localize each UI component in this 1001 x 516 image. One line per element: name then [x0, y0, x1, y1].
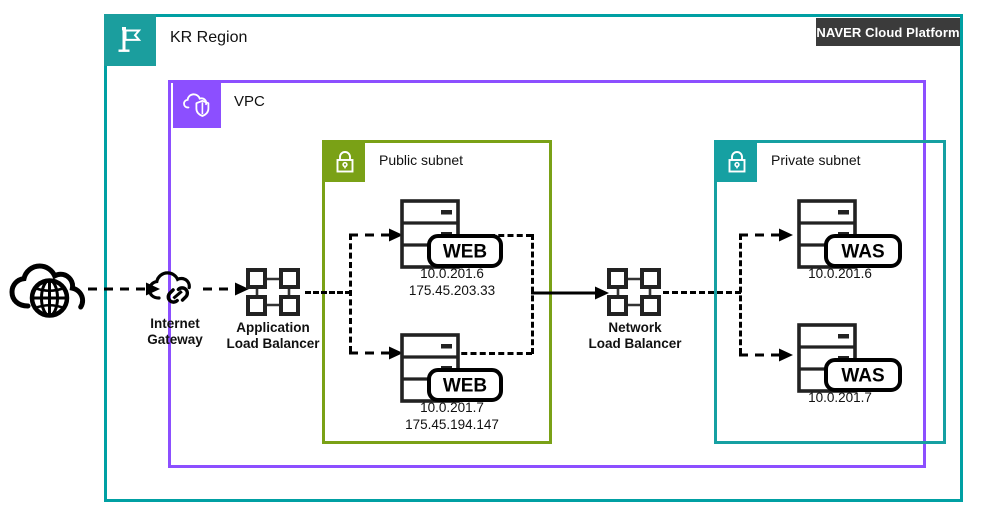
web-server-1-badge-text: WEB [443, 242, 487, 263]
connector-trunk-to-web2 [349, 346, 403, 360]
connector-trunk-to-web1 [349, 228, 403, 242]
kr-region-icon-tile [104, 14, 156, 66]
lock-icon [336, 151, 354, 173]
vpc-icon-tile [173, 80, 221, 128]
was-server-1-rack-icon: WAS [797, 199, 902, 269]
connector-public-to-nlb [531, 286, 609, 300]
was-server-2-ips: 10.0.201.7 [808, 390, 872, 405]
internet-cloud-globe-icon [9, 263, 86, 318]
kr-region-label: KR Region [170, 29, 248, 46]
vpc-label: VPC [234, 93, 265, 110]
was-server-2-badge-text: WAS [841, 366, 884, 387]
load-balancer-icon [246, 268, 300, 316]
connector-web2-to-right-trunk [452, 352, 532, 355]
load-balancer-icon [607, 268, 661, 316]
cloud-link-icon [147, 271, 191, 304]
web-server-2-badge-text: WEB [443, 376, 487, 397]
public-subnet-icon-tile [325, 142, 365, 182]
naver-cloud-platform-badge: NAVER Cloud Platform [816, 18, 960, 46]
public-subnet-label: Public subnet [379, 152, 464, 168]
private-subnet-icon-tile [717, 142, 757, 182]
connector-igw-to-alb [203, 282, 249, 296]
web-server-1-rack-icon: WEB [400, 199, 503, 269]
was-server-1-ips: 10.0.201.6 [808, 266, 872, 281]
kr-region-container [104, 14, 963, 502]
was-server-2-rack-icon: WAS [797, 323, 902, 393]
web-server-2-ips: 10.0.201.7 175.45.194.147 [405, 400, 499, 432]
internet-gateway-label: Internet Gateway [147, 316, 203, 347]
connector-trunk-to-was1 [739, 228, 793, 242]
cloud-shield-icon [183, 93, 210, 117]
connector-trunk-to-was2 [739, 348, 793, 362]
network-load-balancer-label: Network Load Balancer [588, 320, 682, 351]
was-server-1-badge-text: WAS [841, 242, 884, 263]
flag-icon [118, 27, 142, 52]
web-server-1-ips: 10.0.201.6 175.45.203.33 [408, 266, 496, 298]
private-subnet-label: Private subnet [771, 152, 861, 168]
application-load-balancer-label: Application Load Balancer [226, 320, 320, 351]
connector-public-left-trunk [349, 234, 352, 352]
connector-nlb-to-private-trunk [663, 291, 741, 294]
web-server-2-rack-icon: WEB [400, 333, 503, 403]
connector-private-left-trunk [739, 234, 742, 354]
lock-icon [728, 151, 746, 173]
connector-alb-to-trunk [305, 291, 351, 294]
